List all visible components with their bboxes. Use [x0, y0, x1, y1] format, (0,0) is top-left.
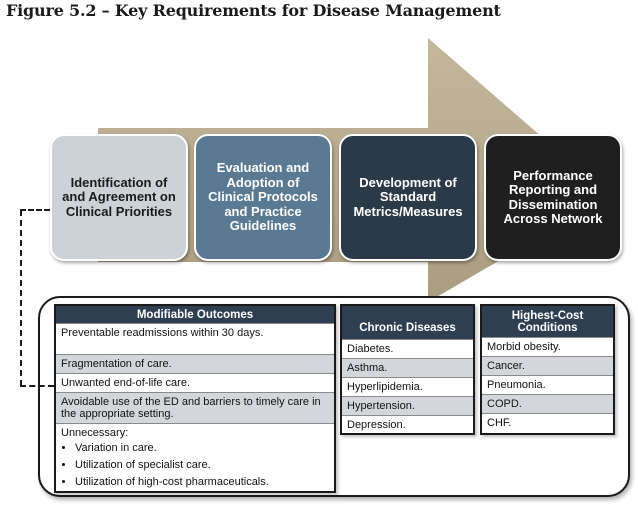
step-label: Evaluation and Adoption of Clinical Prot… [208, 160, 318, 234]
row-text: Fragmentation of care. [61, 358, 172, 370]
modifiable-outcomes-table: Modifiable Outcomes Preventable readmiss… [54, 304, 336, 493]
table-row: Asthma. [342, 358, 473, 377]
step-development: Development of Standard Metrics/Measures [339, 134, 477, 261]
table-header: Chronic Diseases [342, 306, 473, 339]
table-row: CHF. [482, 413, 613, 432]
row-text: Pneumonia. [487, 379, 546, 391]
step-label: Performance Reporting and Dissemination … [503, 167, 603, 226]
table-row: Fragmentation of care. [56, 354, 334, 373]
list-item: Utilization of high-cost pharmaceuticals… [75, 476, 329, 488]
row-text: Unwanted end-of-life care. [61, 377, 191, 389]
highest-cost-table: Highest-Cost Conditions Morbid obesity. … [480, 304, 615, 435]
row-text: Hyperlipidemia. [347, 381, 423, 393]
step-reporting: Performance Reporting and Dissemination … [484, 134, 622, 261]
row-text: Unnecessary: [61, 427, 129, 439]
row-text: Morbid obesity. [487, 341, 561, 353]
step-label: Identification of and Agreement on Clini… [62, 174, 176, 219]
row-text: Cancer. [487, 360, 525, 372]
table-row: Cancer. [482, 356, 613, 375]
row-text: Preventable readmissions within 30 days. [61, 327, 264, 339]
row-text: CHF. [487, 417, 512, 429]
table-row: Depression. [342, 415, 473, 434]
table-row: Unwanted end-of-life care. [56, 373, 334, 392]
row-text: Depression. [347, 419, 406, 431]
header-text: Highest-Cost Conditions [511, 309, 584, 334]
table-row: Hypertension. [342, 396, 473, 415]
connector-line [20, 210, 22, 386]
row-text: Diabetes. [347, 343, 394, 355]
step-identification: Identification of and Agreement on Clini… [50, 134, 188, 261]
connector-line [20, 385, 54, 387]
table-header: Modifiable Outcomes [56, 306, 334, 323]
table-row: Pneumonia. [482, 375, 613, 394]
row-text: Asthma. [347, 362, 388, 374]
figure-title: Figure 5.2 – Key Requirements for Diseas… [6, 1, 501, 20]
table-row: COPD. [482, 394, 613, 413]
step-evaluation: Evaluation and Adoption of Clinical Prot… [194, 134, 332, 261]
unnecessary-list: Variation in care. Utilization of specia… [61, 442, 329, 488]
table-row: Preventable readmissions within 30 days. [56, 323, 334, 354]
step-label: Development of Standard Metrics/Measures [353, 174, 463, 219]
table-row: Morbid obesity. [482, 337, 613, 356]
table-row: Avoidable use of the ED and barriers to … [56, 392, 334, 423]
row-text: Hypertension. [347, 400, 415, 412]
row-text: COPD. [487, 398, 522, 410]
table-header: Highest-Cost Conditions [482, 306, 613, 337]
table-row: Hyperlipidemia. [342, 377, 473, 396]
chronic-diseases-table: Chronic Diseases Diabetes. Asthma. Hyper… [340, 304, 475, 435]
connector-line [20, 209, 50, 211]
row-text: Avoidable use of the ED and barriers to … [61, 396, 321, 420]
list-item: Utilization of specialist care. [75, 459, 329, 471]
list-item: Variation in care. [75, 442, 329, 454]
table-row: Diabetes. [342, 339, 473, 358]
table-row: Unnecessary: Variation in care. Utilizat… [56, 423, 334, 491]
